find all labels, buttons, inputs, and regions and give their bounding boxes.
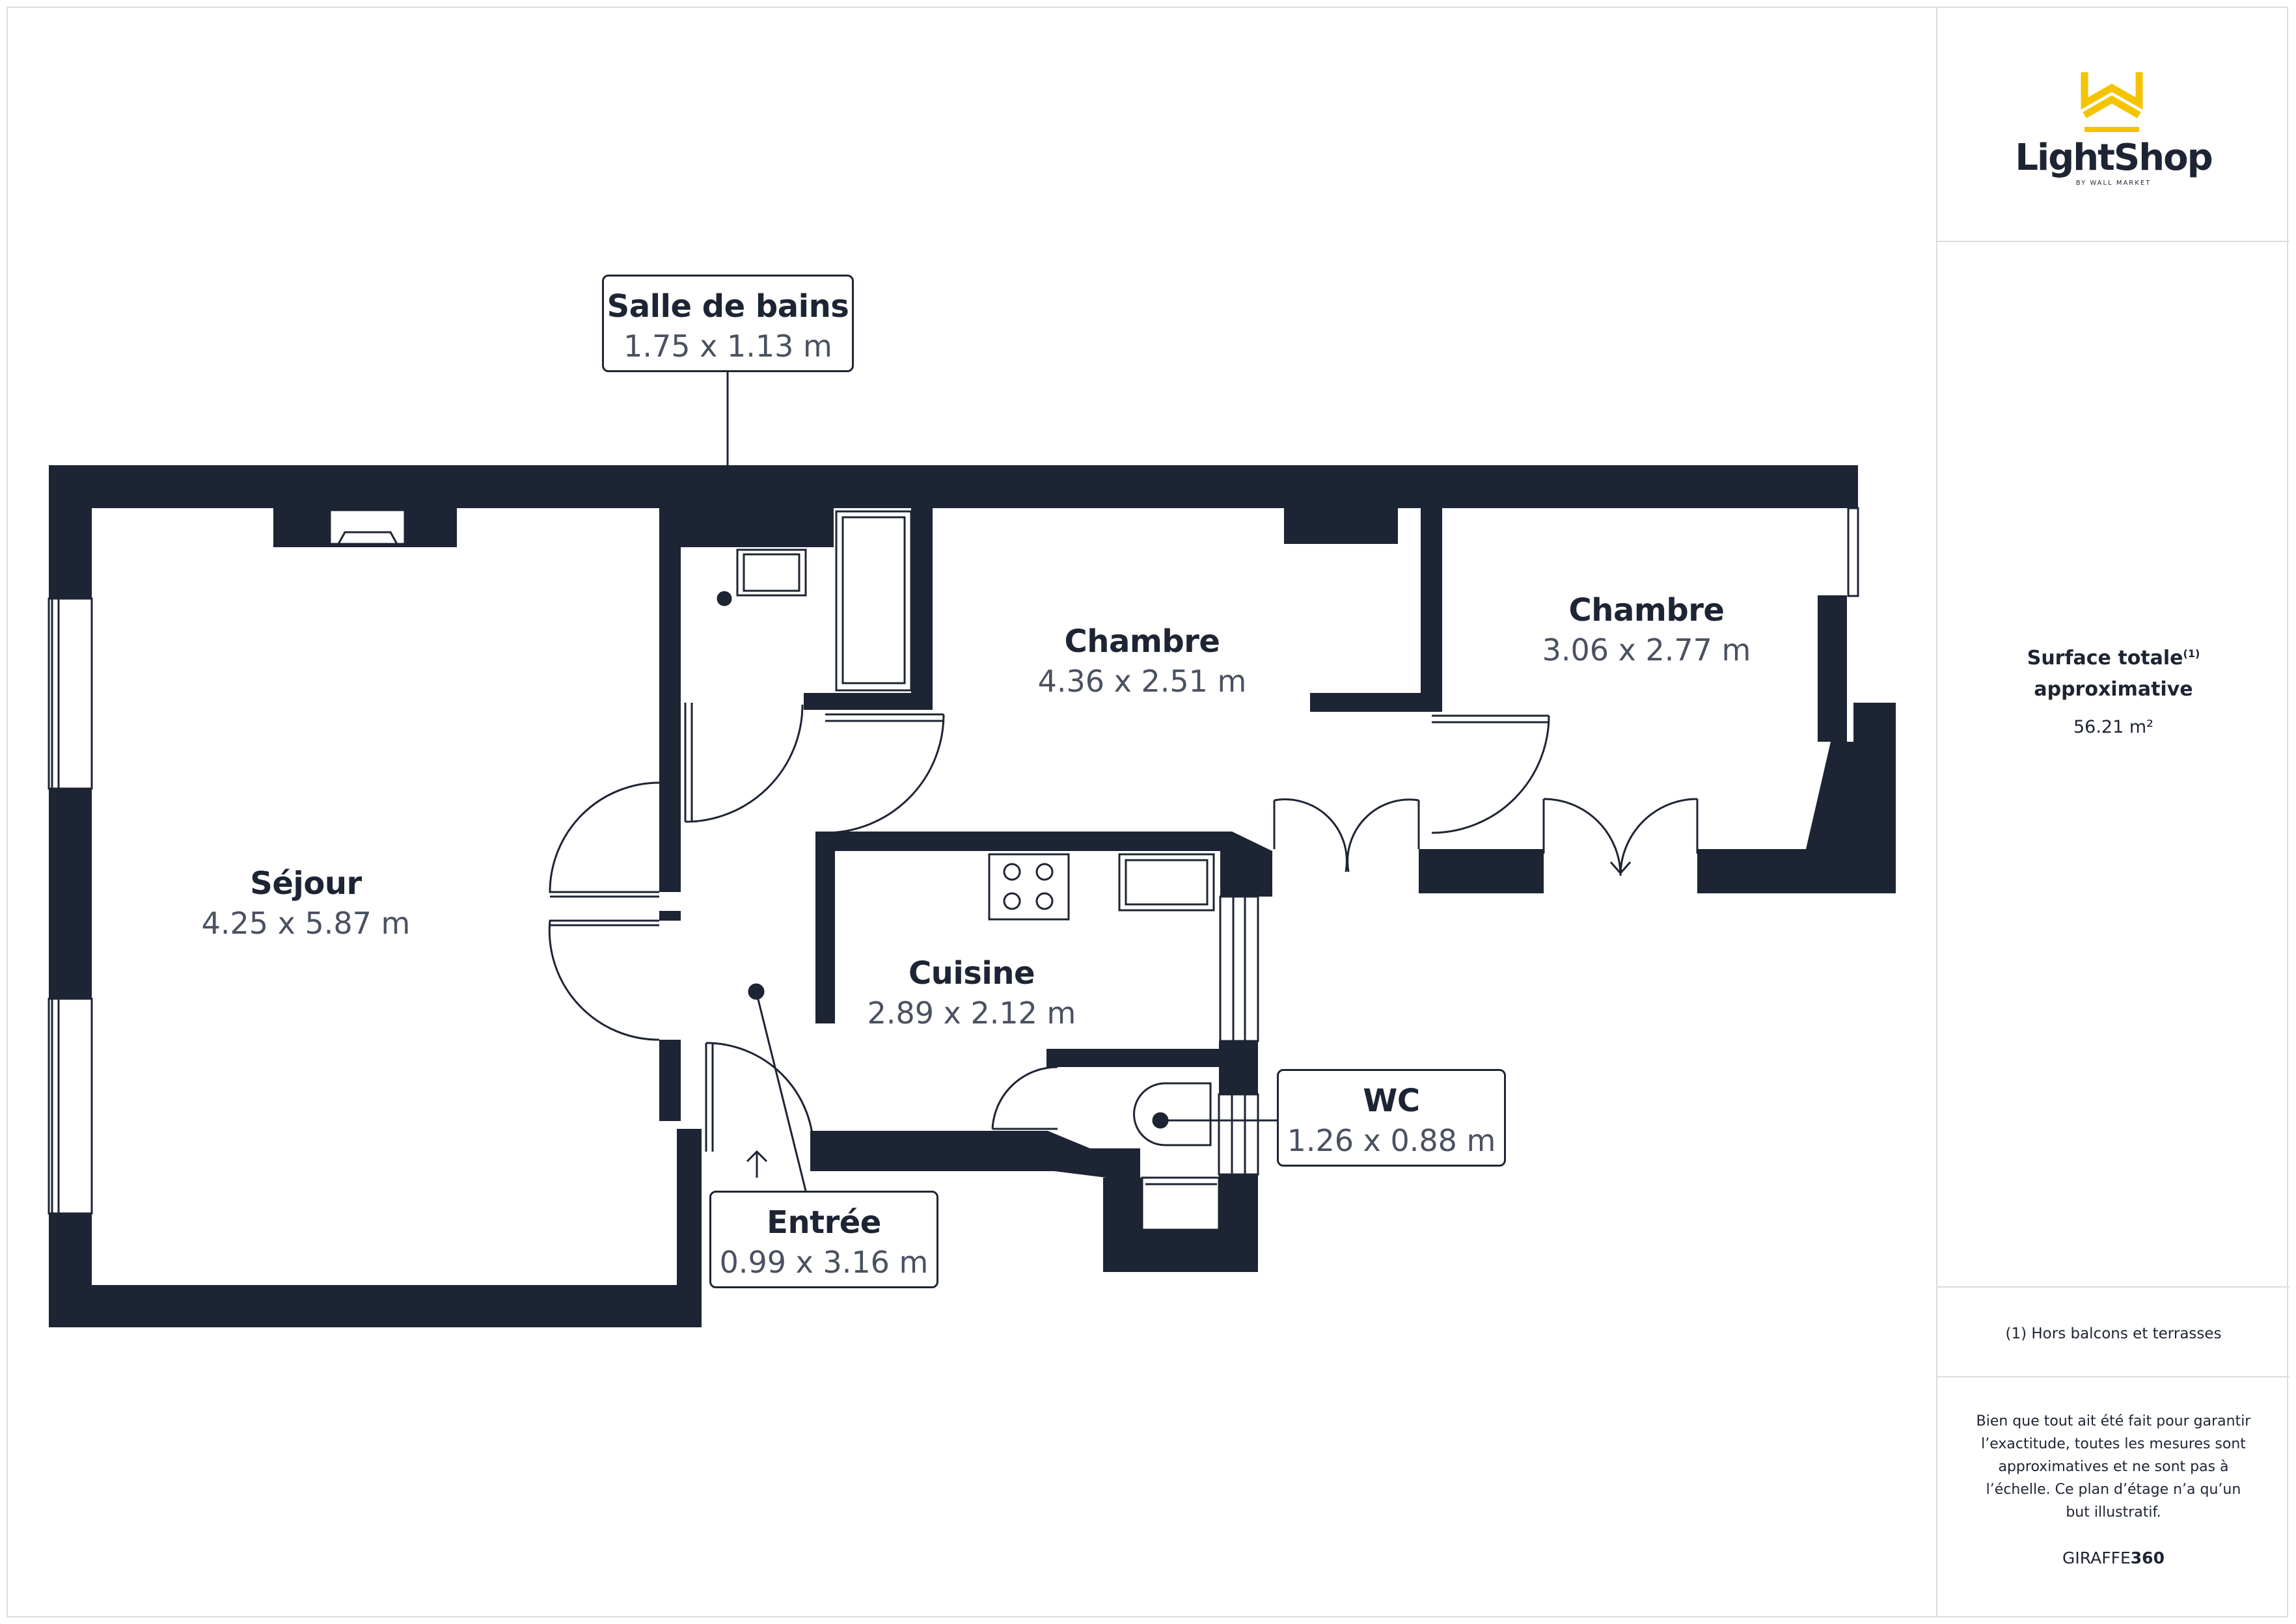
credit-prefix: GIRAFFE — [2062, 1549, 2131, 1567]
leader-lines — [717, 372, 1277, 1191]
total-area-title: Surface totale(1) — [1937, 647, 2289, 670]
brand-block: LightShop BY WALL MARKET — [1937, 8, 2289, 241]
room-dimensions: 1.26 x 0.88 m — [1287, 1123, 1496, 1158]
room-dimensions: 0.99 x 3.16 m — [719, 1245, 929, 1280]
room-name: Salle de bains — [607, 288, 849, 325]
room-name: Chambre — [1568, 592, 1725, 629]
footnote-marker: (1) — [2183, 647, 2200, 660]
brand-name: LightShop — [2015, 137, 2213, 179]
info-sidebar: LightShop BY WALL MARKET Surface totale(… — [1936, 8, 2289, 1616]
room-label-sejour: Séjour 4.25 x 5.87 m — [140, 865, 472, 941]
room-label-entree: Entrée 0.99 x 3.16 m — [709, 1191, 938, 1288]
brand-subtitle: BY WALL MARKET — [2075, 180, 2152, 187]
total-area-title-line2: approximative — [2034, 678, 2193, 701]
room-name: Entrée — [767, 1204, 881, 1241]
room-name: WC — [1363, 1083, 1420, 1119]
room-dimensions: 1.75 x 1.13 m — [623, 329, 832, 364]
page-frame — [7, 7, 2288, 1617]
room-label-cuisine: Cuisine 2.89 x 2.12 m — [806, 955, 1138, 1031]
footnote-text: (1) Hors balcons et terrasses — [2005, 1325, 2222, 1342]
lightshop-logo-icon — [2081, 72, 2143, 132]
credit-suffix: 360 — [2130, 1549, 2165, 1567]
room-name: Cuisine — [908, 955, 1035, 992]
divider — [1937, 241, 2289, 242]
room-dimensions: 3.06 x 2.77 m — [1542, 632, 1751, 668]
disclaimer: Bien que tout ait été fait pour garantir… — [1937, 1410, 2289, 1524]
disclaimer-line: Bien que tout ait été fait pour garantir — [1976, 1413, 2251, 1429]
room-label-chambre-1: Chambre 4.36 x 2.51 m — [976, 623, 1308, 699]
disclaimer-line: l’échelle. Ce plan d’étage n’a qu’un — [1986, 1482, 2241, 1498]
total-area-value: 56.21 m² — [2073, 717, 2153, 737]
credit: GIRAFFE360 — [1937, 1549, 2289, 1567]
disclaimer-line: approximatives et ne sont pas à — [1998, 1459, 2229, 1475]
disclaimer-line: but illustratif. — [2066, 1504, 2161, 1521]
room-dimensions: 4.25 x 5.87 m — [201, 906, 411, 941]
room-name: Séjour — [250, 865, 362, 902]
floor-plan — [48, 372, 1896, 1327]
total-area-label: Surface totale — [2027, 647, 2183, 670]
doors — [548, 703, 1699, 1178]
disclaimer-line: l’exactitude, toutes les mesures sont — [1981, 1436, 2246, 1452]
room-label-wc: WC 1.26 x 0.88 m — [1277, 1069, 1506, 1167]
room-label-salle-de-bains: Salle de bains 1.75 x 1.13 m — [602, 275, 854, 372]
fixtures — [48, 507, 1859, 1231]
room-label-chambre-2: Chambre 3.06 x 2.77 m — [1481, 592, 1812, 668]
divider — [1937, 1376, 2289, 1377]
room-name: Chambre — [1064, 623, 1220, 660]
room-dimensions: 2.89 x 2.12 m — [867, 995, 1076, 1031]
divider — [1937, 1286, 2289, 1288]
room-dimensions: 4.36 x 2.51 m — [1037, 664, 1247, 699]
